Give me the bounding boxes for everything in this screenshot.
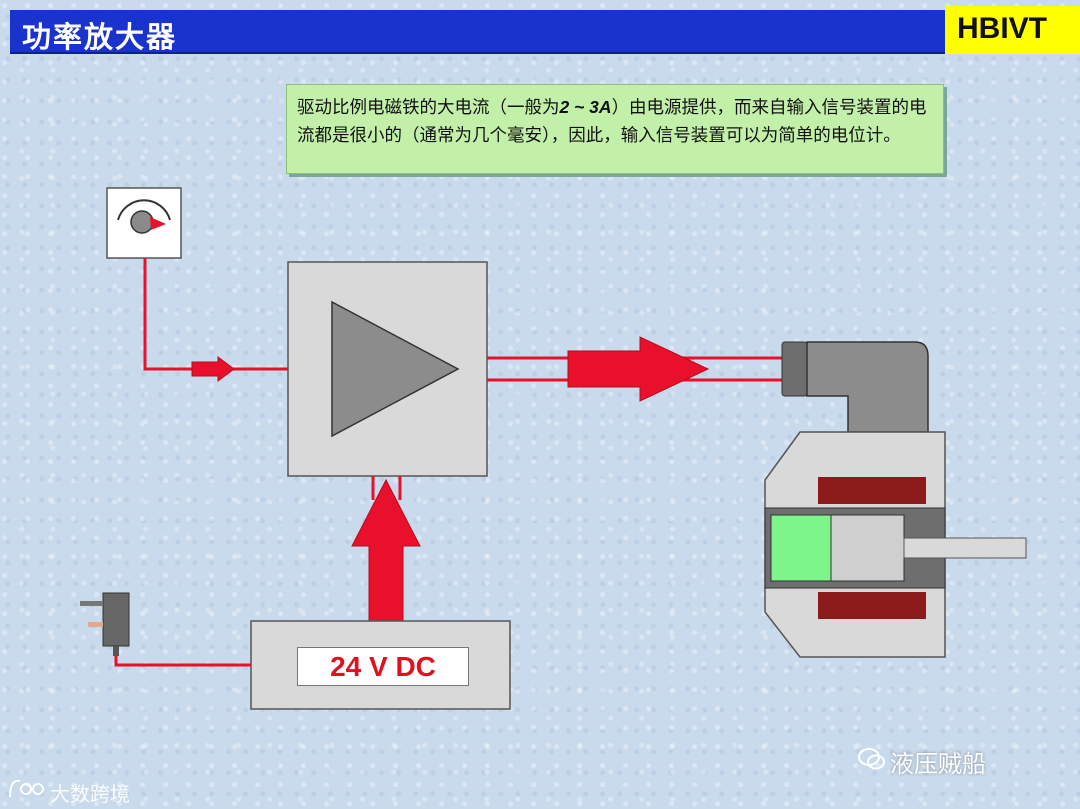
note-text-after: ）由电源提供，而来自输入信号装置的电流都是很小的（通常为几个毫安），因此，输入信… [297, 98, 927, 146]
wechat-icon [858, 748, 885, 770]
corner-logo-icon [9, 779, 44, 798]
brand-badge: HBIVT [945, 6, 1080, 54]
power-supply-text: 24 V DC [330, 651, 436, 682]
brand-label: HBIVT [957, 12, 1047, 45]
output-current-arrow [487, 336, 782, 402]
mains-wire [114, 656, 251, 667]
solenoid-coil-bottom [818, 592, 926, 619]
note-box: 驱动比例电磁铁的大电流（一般为2 ~ 3A）由电源提供，而来自输入信号装置的电流… [286, 84, 944, 174]
note-text-before: 驱动比例电磁铁的大电流（一般为 [297, 98, 560, 118]
solenoid-armature [770, 514, 832, 582]
amplifier-triangle-icon [331, 300, 460, 438]
plug-icon [80, 592, 130, 656]
corner-watermark-text: 大数跨境 [50, 782, 130, 806]
proportional-solenoid [764, 431, 1027, 658]
solenoid-pushrod [903, 537, 1027, 559]
amplifier-box [287, 261, 488, 477]
note-text-emphasis: 2 ~ 3A [559, 97, 612, 117]
note-text: 驱动比例电磁铁的大电流（一般为2 ~ 3A）由电源提供，而来自输入信号装置的电流… [297, 93, 937, 150]
solenoid-coil-top [818, 477, 926, 504]
signal-wire [143, 258, 288, 382]
solenoid-connector [781, 341, 929, 433]
title-bar: 功率放大器 [10, 10, 945, 54]
page-title: 功率放大器 [22, 20, 178, 54]
supply-current-arrow [351, 476, 421, 622]
watermark-text: 液压贼船 [890, 750, 986, 778]
potentiometer-icon [106, 187, 182, 259]
power-supply-label: 24 V DC [297, 647, 469, 686]
